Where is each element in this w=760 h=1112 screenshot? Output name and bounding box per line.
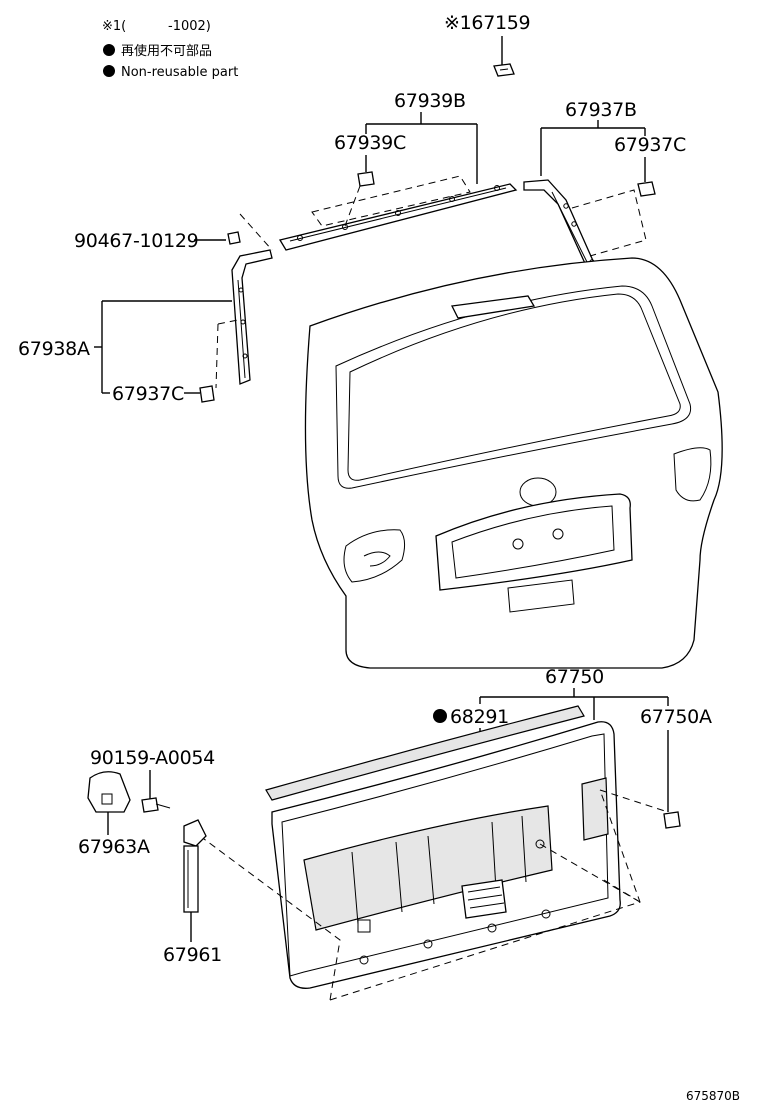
guide-dash (239, 213, 273, 251)
trim-board-67750[interactable] (271, 721, 621, 989)
diagram-code: 675870B (686, 1089, 740, 1103)
clip-67939C[interactable] (357, 171, 375, 187)
guide-dash (217, 319, 239, 325)
label-67937B[interactable]: 67937B (565, 99, 637, 121)
label-67750A[interactable]: 67750A (640, 706, 712, 728)
guide-dash (215, 323, 219, 389)
weatherstrip-68291[interactable] (265, 705, 585, 801)
non-reusable-en: Non-reusable part (121, 65, 238, 80)
clip-67937C-top[interactable] (637, 181, 656, 197)
label-67937C-left[interactable]: 67937C (112, 383, 184, 405)
non-reusable-bullet-icon (103, 44, 115, 56)
guide-dash (571, 189, 647, 257)
cover-67963A[interactable] (87, 771, 131, 813)
note1-code: -1002) (168, 19, 211, 34)
guide-dash (311, 175, 471, 227)
legend: ※1( -1002) 再使用不可部品 Non-reusable part (102, 19, 238, 80)
label-67938A[interactable]: 67938A (18, 338, 90, 360)
back-door-panel[interactable] (304, 257, 723, 669)
garnish-67938A[interactable] (231, 249, 273, 385)
handle-67961[interactable] (183, 819, 207, 913)
leader-lines (94, 36, 669, 942)
label-67750[interactable]: 67750 (545, 666, 604, 688)
clip-67159[interactable] (493, 63, 515, 77)
clip-67937C-left[interactable] (199, 385, 215, 403)
label-67939C[interactable]: 67939C (334, 132, 406, 154)
label-67963A[interactable]: 67963A (78, 836, 150, 858)
clip-90467-10129[interactable] (227, 231, 241, 245)
guide-dash (344, 185, 361, 227)
label-90467-10129[interactable]: 90467-10129 (74, 230, 199, 252)
label-90159-A0054[interactable]: 90159-A0054 (90, 747, 215, 769)
trim-guides (199, 789, 669, 1001)
garnish-67939B[interactable] (278, 183, 518, 251)
note1-label: ※1( (102, 19, 126, 34)
label-67939B[interactable]: 67939B (394, 90, 466, 112)
label-67937C-top[interactable]: 67937C (614, 134, 686, 156)
clip-67750A[interactable] (663, 811, 681, 829)
label-67961[interactable]: 67961 (163, 944, 222, 966)
non-reusable-jp: 再使用不可部品 (121, 43, 212, 59)
label-68291[interactable]: 68291 (450, 706, 509, 728)
bolt-90159-A0054[interactable] (141, 797, 171, 813)
label-67159[interactable]: ※167159 (444, 12, 531, 34)
non-reusable-bullet-icon (103, 65, 115, 77)
non-reusable-bullet-icon (433, 709, 447, 723)
